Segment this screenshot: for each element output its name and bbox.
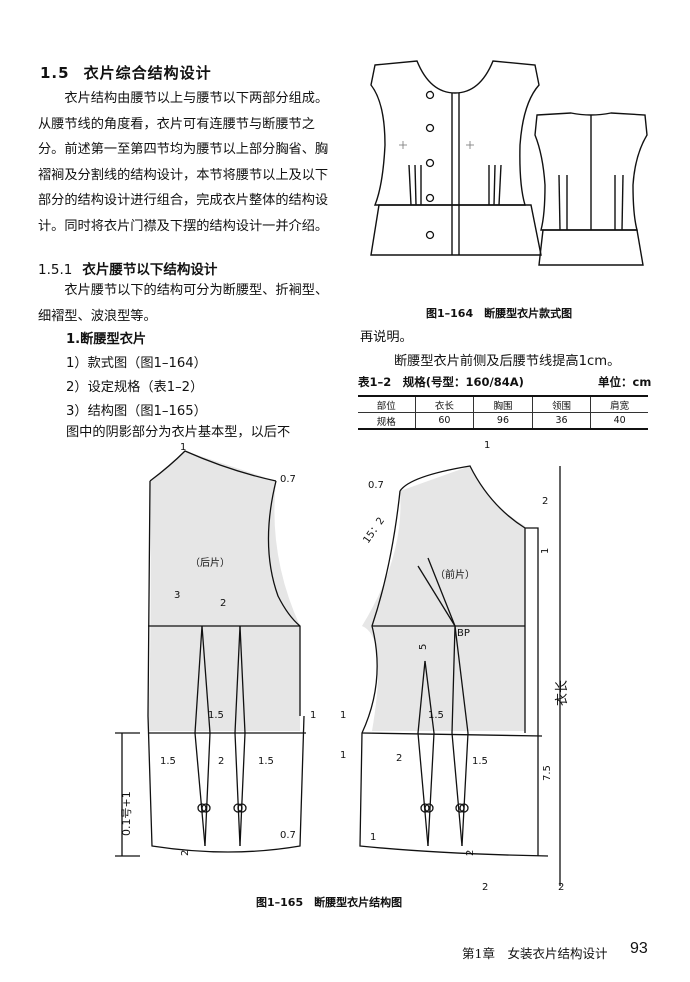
table-header-cell: 胸围	[473, 396, 533, 413]
table-cell: 60	[414, 412, 475, 429]
table-header-row: 部位 衣长 胸围 领围 肩宽	[358, 396, 648, 413]
label-2: 2	[396, 753, 402, 764]
label-0-7: 0.7	[280, 474, 296, 485]
label-2: 2	[218, 756, 224, 767]
table-header-cell: 衣长	[414, 396, 475, 413]
back-piece-label: （后片）	[190, 556, 230, 569]
table-header-cell: 部位	[358, 396, 416, 413]
label-0-7: 0.7	[280, 830, 296, 841]
hip-formula-label: 0.1号+1	[120, 791, 133, 836]
table-header-cell: 肩宽	[590, 396, 648, 413]
list-item: 2）设定规格（表1–2）	[66, 380, 204, 395]
label-7-5: 7.5	[542, 765, 553, 781]
label-1-5: 1.5	[428, 710, 444, 721]
label-3: 3	[174, 590, 180, 601]
waist-note: 断腰型衣片前侧及后腰节线提高1cm。	[394, 354, 621, 369]
label-1: 1	[540, 548, 551, 554]
table-row-label: 规格	[358, 412, 416, 429]
table-unit: 单位：cm	[598, 375, 652, 389]
label-1: 1	[310, 710, 316, 721]
list-item: 1）款式图（图1–164）	[66, 356, 207, 371]
subsection-paragraph: 衣片腰节以下的结构可分为断腰型、折裥型、细褶型、波浪型等。	[38, 283, 329, 324]
section-title: 衣片综合结构设计	[83, 64, 212, 82]
label-2: 2	[542, 496, 548, 507]
bp-label: BP	[457, 628, 470, 639]
section-heading: 1.5 衣片综合结构设计	[40, 62, 212, 83]
table-row: 规格 60 96 36 40	[358, 412, 648, 429]
spec-table: 部位 衣长 胸围 领围 肩宽 规格 60 96 36 40	[358, 395, 648, 430]
subsection-heading: 1.5.1 衣片腰节以下结构设计	[38, 258, 217, 278]
label-1: 1	[484, 440, 490, 451]
dart-ratio-label: 15：2	[361, 516, 387, 546]
page-number: 93	[630, 940, 648, 957]
subsection-title: 衣片腰节以下结构设计	[82, 262, 218, 278]
label-1-5: 1.5	[258, 756, 274, 767]
continuation-text: 再说明。	[360, 330, 413, 345]
label-0-7: 0.7	[368, 480, 384, 491]
label-5: 5	[418, 644, 429, 650]
front-piece-label: （前片）	[435, 568, 475, 581]
label-1-5: 1.5	[160, 756, 176, 767]
list-item: 3）结构图（图1–165）	[66, 404, 207, 419]
figure-164-style-drawing	[370, 60, 648, 266]
table-cell: 36	[531, 412, 592, 429]
item-heading: 1.断腰型衣片	[66, 332, 147, 347]
subsection-number: 1.5.1	[38, 262, 73, 278]
label-2: 2	[482, 882, 488, 891]
label-1-5: 1.5	[208, 710, 224, 721]
figure-165-pattern-drawing: （后片） （前片） BP 15：2 0.7 0.7 0.7 1 1 1 1 1 …	[115, 440, 570, 891]
table-cell: 96	[473, 412, 533, 429]
label-2: 2	[220, 598, 226, 609]
chapter-footer: 第1章 女装衣片结构设计	[462, 946, 608, 961]
label-1-5: 1.5	[472, 756, 488, 767]
intro-paragraph: 衣片结构由腰节以上与腰节以下两部分组成。从腰节线的角度看，衣片可有连腰节与断腰节…	[38, 91, 329, 234]
section-number: 1.5	[40, 64, 70, 82]
table-title: 表1–2 规格(号型：160/84A)	[358, 375, 524, 389]
label-1: 1	[180, 442, 186, 453]
label-1: 1	[370, 832, 376, 843]
shaded-note: 图中的阴影部分为衣片基本型，以后不	[66, 425, 291, 440]
figure-165-caption: 图1–165 断腰型衣片结构图	[256, 896, 403, 909]
label-1: 1	[340, 750, 346, 761]
figure-164-caption: 图1–164 断腰型衣片款式图	[426, 307, 573, 320]
label-1: 1	[340, 710, 346, 721]
label-2: 2	[180, 850, 191, 856]
label-2: 2	[558, 882, 564, 891]
table-header-cell: 领围	[531, 396, 592, 413]
table-cell: 40	[590, 412, 648, 429]
label-2: 2	[465, 850, 476, 856]
length-label: 衣长	[554, 680, 570, 706]
